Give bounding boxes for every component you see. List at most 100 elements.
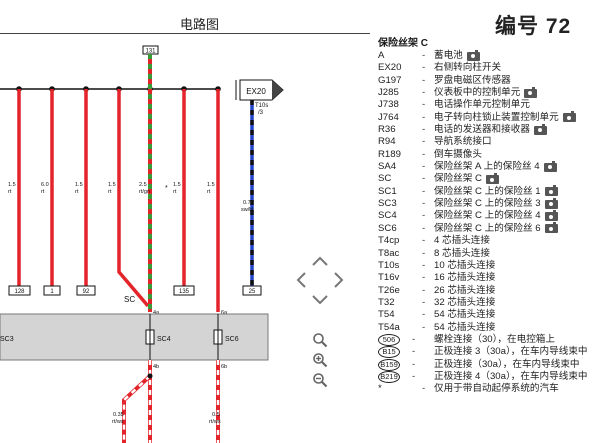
legend-item[interactable]: T54a-54 芯插头连接 xyxy=(378,322,606,334)
connection-circle-icon: B15 xyxy=(378,346,400,359)
legend-item[interactable]: B159-正极连接（30a），在车内导线束中 xyxy=(378,359,606,371)
legend-item-separator: - xyxy=(422,148,426,160)
legend-item[interactable]: SC3-保险丝架 C 上的保险丝 3 xyxy=(378,197,606,210)
camera-icon[interactable] xyxy=(544,197,558,209)
legend-item-code: R189 xyxy=(378,148,401,160)
legend-item[interactable]: T26e-26 芯插头连接 xyxy=(378,285,606,297)
zoom-out-button[interactable] xyxy=(309,369,331,391)
pan-down-button[interactable] xyxy=(309,289,331,311)
w3-color: rt xyxy=(75,189,79,195)
camera-icon[interactable] xyxy=(562,111,576,123)
fuse-panel-sc[interactable] xyxy=(0,313,269,361)
legend-item-separator: - xyxy=(422,321,426,333)
wire-end-boxes[interactable]: 128 1 92 135 25 xyxy=(8,285,262,296)
legend-item-separator: - xyxy=(422,247,426,259)
legend-item[interactable]: 506-螺栓连接（30），在电控箱上 xyxy=(378,333,606,347)
legend-item[interactable]: B15-正极连接 3（30a），在车内导线束中 xyxy=(378,346,606,359)
ex20-component[interactable]: EX20 xyxy=(235,79,284,101)
legend-item[interactable]: T32-32 芯插头连接 xyxy=(378,297,606,309)
legend-item[interactable]: R94-导航系统接口 xyxy=(378,136,606,148)
legend-item-separator: - xyxy=(422,198,426,210)
legend-item-separator: - xyxy=(422,74,426,86)
diagram-title: 电路图 xyxy=(180,17,220,32)
legend-item-desc: 罗盘电磁区传感器 xyxy=(434,74,511,86)
camera-icon[interactable] xyxy=(524,86,538,98)
pin-4a: 4a xyxy=(153,310,160,316)
legend-item[interactable]: T54-54 芯插头连接 xyxy=(378,309,606,321)
b2-size: 0.5 xyxy=(212,412,220,418)
legend-item-desc: 26 芯插头连接 xyxy=(434,284,496,296)
connector-131-label: 131 xyxy=(145,49,156,55)
legend-item[interactable]: B219-正极连接 4（30a），在车内导线束中 xyxy=(378,371,606,384)
legend-item-code: T26e xyxy=(378,284,400,296)
legend-item[interactable]: T16v-16 芯插头连接 xyxy=(378,272,606,284)
camera-icon[interactable] xyxy=(544,185,558,197)
legend-item-code-circle: B15 xyxy=(378,346,412,359)
t10s-label: T10s xyxy=(255,103,268,109)
pan-right-button[interactable] xyxy=(328,269,350,291)
legend-item-code: T54a xyxy=(378,321,400,333)
legend-item[interactable]: T10s-10 芯插头连接 xyxy=(378,260,606,272)
w3-size: 1.5 xyxy=(75,182,83,188)
legend-item-desc: 保险丝架 C 上的保险丝 6 xyxy=(434,222,541,234)
sc-label: SC xyxy=(124,295,135,304)
pan-up-button[interactable] xyxy=(309,250,331,272)
legend-item-code: J738 xyxy=(378,99,399,111)
legend-item-code: T16v xyxy=(378,272,400,284)
legend-item-code: R94 xyxy=(378,136,396,148)
camera-icon[interactable] xyxy=(533,123,547,135)
pan-left-button[interactable] xyxy=(290,269,312,291)
box-128: 128 xyxy=(14,289,25,295)
legend-item-desc: 仪表板中的控制单元 xyxy=(434,87,521,99)
camera-icon[interactable] xyxy=(544,210,558,222)
legend-item[interactable]: SC4-保险丝架 C 上的保险丝 4 xyxy=(378,210,606,222)
magnifier-icon xyxy=(313,333,328,348)
fuse-sc6[interactable] xyxy=(213,314,223,360)
legend-item-code: * xyxy=(378,383,382,395)
legend-item[interactable]: J285-仪表板中的控制单元 xyxy=(378,86,606,99)
legend-item-code-circle: B219 xyxy=(378,371,412,384)
box-1: 1 xyxy=(50,289,54,295)
w1-color: rt xyxy=(8,189,12,195)
legend-item[interactable]: *-仅用于带自动起停系统的汽车 xyxy=(378,383,606,395)
fuse-sc4[interactable] xyxy=(145,314,155,360)
box-92: 92 xyxy=(83,289,90,295)
lower-wire-annotations: 0.35 rt/ws 0.5 rt/ws xyxy=(112,412,221,425)
camera-icon[interactable] xyxy=(543,160,557,172)
legend-item[interactable]: SC-保险丝架 C xyxy=(378,173,606,185)
legend-item[interactable]: J738-电话操作单元控制单元 xyxy=(378,99,606,111)
legend-item[interactable]: A-蓄电池 xyxy=(378,49,606,62)
legend-item[interactable]: T4cp-4 芯插头连接 xyxy=(378,235,606,247)
camera-icon[interactable] xyxy=(466,49,480,61)
legend-item-separator: - xyxy=(422,99,426,111)
legend-item[interactable]: R36-电话的发送器和接收器 xyxy=(378,123,606,136)
legend-item[interactable]: SA4-保险丝架 A 上的保险丝 4 xyxy=(378,160,606,173)
legend-item-code: SC1 xyxy=(378,185,397,197)
legend-item-code: SC4 xyxy=(378,210,397,222)
camera-icon[interactable] xyxy=(485,173,499,185)
connection-circle-icon: 506 xyxy=(378,334,400,347)
w6-size: 1.5 xyxy=(173,182,181,188)
chevron-up-icon xyxy=(312,256,328,266)
circuit-diagram[interactable]: 131 EX20 T10s /3 xyxy=(0,0,287,443)
zoom-fit-button[interactable] xyxy=(309,329,331,351)
legend-item[interactable]: SC6-保险丝架 C 上的保险丝 6 xyxy=(378,222,606,235)
camera-icon[interactable] xyxy=(544,222,558,234)
legend-item[interactable]: R189-倒车摄像头 xyxy=(378,149,606,161)
legend-item[interactable]: T8ac-8 芯插头连接 xyxy=(378,248,606,260)
sc4-label: SC4 xyxy=(157,336,171,343)
w8-size: 0.75 xyxy=(243,200,254,206)
legend-item-separator: - xyxy=(412,333,416,345)
legend-item[interactable]: J764-电子转向柱锁止装置控制单元 xyxy=(378,111,606,124)
wire-annotations: 1.5 rt 6.0 rt 1.5 rt 1.5 rt 2.5 rt/gn 1.… xyxy=(8,182,254,213)
legend-item[interactable]: SC1-保险丝架 C 上的保险丝 1 xyxy=(378,185,606,198)
legend-item-desc: 54 芯插头连接 xyxy=(434,309,496,321)
sc3-label: SC3 xyxy=(0,336,14,343)
zoom-in-button[interactable] xyxy=(309,349,331,371)
legend-item-desc: 保险丝架 A 上的保险丝 4 xyxy=(434,161,540,173)
box-135: 135 xyxy=(179,289,190,295)
legend-item-separator: - xyxy=(422,222,426,234)
legend-item[interactable]: EX20-右侧转向柱开关 xyxy=(378,62,606,74)
legend-item[interactable]: G197-罗盘电磁区传感器 xyxy=(378,75,606,87)
